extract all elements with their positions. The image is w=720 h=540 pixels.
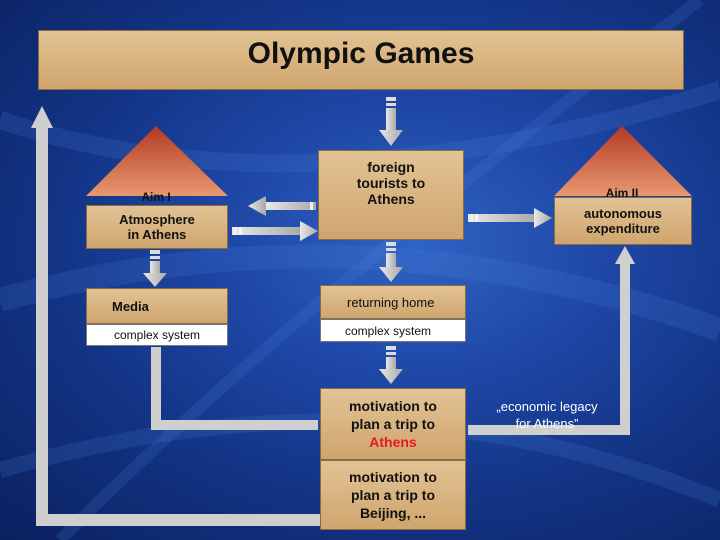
returning-sub-label: complex system xyxy=(345,323,432,338)
aim1-roof xyxy=(86,126,228,196)
aim1-line1: Atmosphere xyxy=(119,212,195,227)
returning-box: returning home xyxy=(320,285,466,319)
aim1-heading: Aim I xyxy=(141,190,171,204)
returning-sub-box: complex system xyxy=(320,319,466,342)
motivation-athens-line1: motivation to xyxy=(349,398,437,414)
legacy-line2: for Athens” xyxy=(515,416,579,431)
right-loop-line xyxy=(468,262,630,435)
media-label: Media xyxy=(112,298,149,314)
aim2-heading: Aim II xyxy=(605,186,639,200)
foreign-line3: Athens xyxy=(367,191,415,207)
foreign-line2: tourists to xyxy=(356,175,426,191)
aim2-roof xyxy=(554,126,692,196)
arrow-aim1-to-foreign xyxy=(232,221,318,241)
economic-legacy-label: „economic legacy for Athens” xyxy=(488,398,606,432)
returning-label: returning home xyxy=(347,294,435,310)
down-arrow-title xyxy=(379,97,403,146)
down-arrow-returning xyxy=(379,346,403,384)
motivation-athens-box: motivation to plan a trip to Athens xyxy=(320,388,466,460)
arrow-foreign-to-aim1 xyxy=(248,196,316,216)
legacy-line1: „economic legacy xyxy=(496,399,598,414)
motivation-beijing-line2: plan a trip to xyxy=(351,487,435,503)
right-loop-head xyxy=(615,246,635,264)
aim2-line2: expenditure xyxy=(586,221,660,236)
title-box: Olympic Games xyxy=(38,30,684,90)
media-sub-label: complex system xyxy=(113,328,201,342)
media-sub-box: complex system xyxy=(86,324,228,346)
aim1-line2: in Athens xyxy=(127,227,187,242)
aim2-line1: autonomous xyxy=(584,206,662,221)
aim1-box: Atmosphere in Athens xyxy=(86,205,228,249)
down-arrow-foreign xyxy=(379,242,403,282)
motivation-athens-line2: plan a trip to xyxy=(351,416,435,432)
left-loop-head xyxy=(31,106,53,128)
aim2-box: autonomous expenditure xyxy=(554,197,692,245)
left-loop-line xyxy=(36,126,320,526)
motivation-beijing-line3: Beijing, ... xyxy=(359,505,427,521)
foreign-line1: foreign xyxy=(367,159,415,175)
down-arrow-aim1 xyxy=(143,250,167,287)
page-title: Olympic Games xyxy=(247,37,475,70)
arrow-foreign-to-aim2 xyxy=(468,208,552,228)
motivation-athens-line3: Athens xyxy=(369,434,417,450)
media-down-line xyxy=(151,347,318,430)
media-box: Media xyxy=(86,288,228,324)
foreign-tourists-box: foreign tourists to Athens xyxy=(318,150,464,240)
motivation-beijing-box: motivation to plan a trip to Beijing, ..… xyxy=(320,460,466,530)
motivation-beijing-line1: motivation to xyxy=(349,469,437,485)
